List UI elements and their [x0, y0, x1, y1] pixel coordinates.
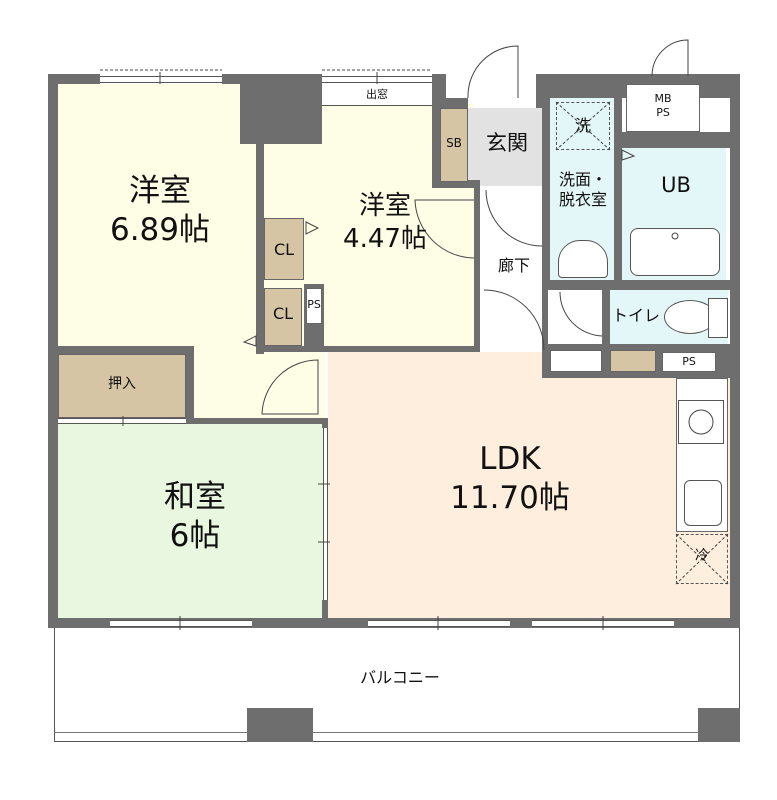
ldk-label: LDK 11.70帖: [420, 440, 600, 518]
window-oshiire-sliding: [58, 418, 186, 424]
room-size: 11.70帖: [450, 479, 570, 516]
japanese-room-floor: [58, 424, 324, 618]
western-room-1-label: 洋室 6.89帖: [80, 172, 240, 250]
wall-sb-bottom: [432, 180, 478, 188]
balcony-label: バルコニー: [360, 668, 440, 687]
room-name: 洋室: [358, 191, 411, 221]
sliding-door-japanese-ldk[interactable]: [323, 428, 328, 600]
window-japanese: [110, 620, 252, 627]
wall-japanese-right-bottom: [322, 600, 328, 620]
hallway-lower-floor: [546, 290, 608, 352]
wall-toilet-door-col: [602, 290, 610, 350]
ps-toilet: [662, 352, 716, 372]
washroom-label: 洗面・ 脱衣室: [550, 170, 616, 210]
wall-entrance-left: [432, 98, 468, 108]
toilet-storage: [610, 350, 656, 372]
wall-w2-right: [474, 180, 480, 352]
western-room-2-label: 洋室 4.47帖: [320, 190, 450, 255]
wall-w1-w2: [256, 140, 264, 354]
wall-japanese-top: [186, 418, 328, 424]
bath-label: UB: [661, 173, 691, 197]
wall-pillar-top: [240, 74, 322, 144]
washroom-label-line2: 脱衣室: [558, 190, 607, 209]
oshiire-label: 押入: [108, 376, 136, 392]
bay-window-label: 出窓: [366, 88, 388, 101]
entrance-label: 玄関: [486, 131, 528, 155]
window-ldk-1: [368, 620, 510, 627]
wall-oshiire-right: [186, 346, 194, 422]
room-size: 6帖: [169, 517, 221, 554]
balcony-pillar-right: [698, 708, 740, 742]
wall-wash-bath: [614, 98, 622, 290]
bay-window-area: [322, 84, 432, 106]
wall-wet-bottom: [542, 280, 730, 290]
closet-1-label: CL: [273, 240, 295, 259]
wall-right: [730, 74, 740, 628]
wall-left: [48, 74, 58, 628]
entrance-door-swing: [467, 45, 519, 98]
room-name: LDK: [479, 441, 541, 477]
toilet-tank: [708, 298, 728, 338]
toilet-label: トイレ: [611, 306, 660, 325]
oshiire-closet[interactable]: [58, 354, 186, 418]
hallway-label: 廊下: [497, 256, 530, 275]
hall-storage: [550, 350, 602, 372]
mb-ps-label: MB PS: [626, 92, 700, 120]
bathtub: [630, 228, 720, 276]
wall-wet-left: [542, 74, 550, 290]
wall-sb-column: [432, 98, 442, 188]
wall-toilet-left: [542, 290, 548, 378]
ps-label: PS: [656, 105, 670, 119]
window-western1: [100, 76, 222, 83]
shoe-box[interactable]: [440, 108, 468, 182]
kitchen-sink: [684, 480, 722, 526]
western-room-1-floor: [58, 84, 264, 350]
entrance-floor: [468, 108, 546, 186]
ps-toilet-label: PS: [682, 355, 696, 368]
washer-label: 洗: [574, 116, 591, 135]
balcony-rail: [54, 732, 740, 733]
mb-label: MB: [654, 92, 672, 105]
shoe-box-label: SB: [446, 136, 462, 150]
room-name: 和室: [164, 479, 226, 515]
balcony: [54, 628, 740, 742]
fridge-label: 冷: [695, 548, 709, 564]
closet-2-label: CL: [272, 304, 294, 323]
wall-japanese-right: [322, 418, 328, 428]
washroom-label-line1: 洗面・: [558, 170, 607, 189]
wall-mbps-bottom: [614, 132, 730, 148]
wall-w2-bottom: [256, 346, 478, 352]
ps-small-label: PS: [307, 298, 321, 311]
window-bay: [322, 76, 432, 83]
ldk-floor: [328, 352, 730, 618]
wash-basin: [558, 240, 608, 278]
room-name: 洋室: [129, 173, 191, 209]
ps-small: [306, 288, 322, 324]
kitchen-stove: [678, 400, 724, 444]
room-size: 6.89帖: [109, 211, 211, 248]
japanese-room-label: 和室 6帖: [120, 478, 270, 556]
wall-top-left: [48, 74, 100, 84]
wall-oshiire-top: [58, 346, 192, 354]
room-size: 4.47帖: [343, 223, 427, 254]
closet-1[interactable]: [264, 218, 304, 280]
balcony-pillar-left: [247, 708, 313, 742]
window-ldk-2: [532, 620, 674, 627]
mb-ps-box: [626, 84, 700, 132]
closet-2[interactable]: [264, 288, 302, 346]
